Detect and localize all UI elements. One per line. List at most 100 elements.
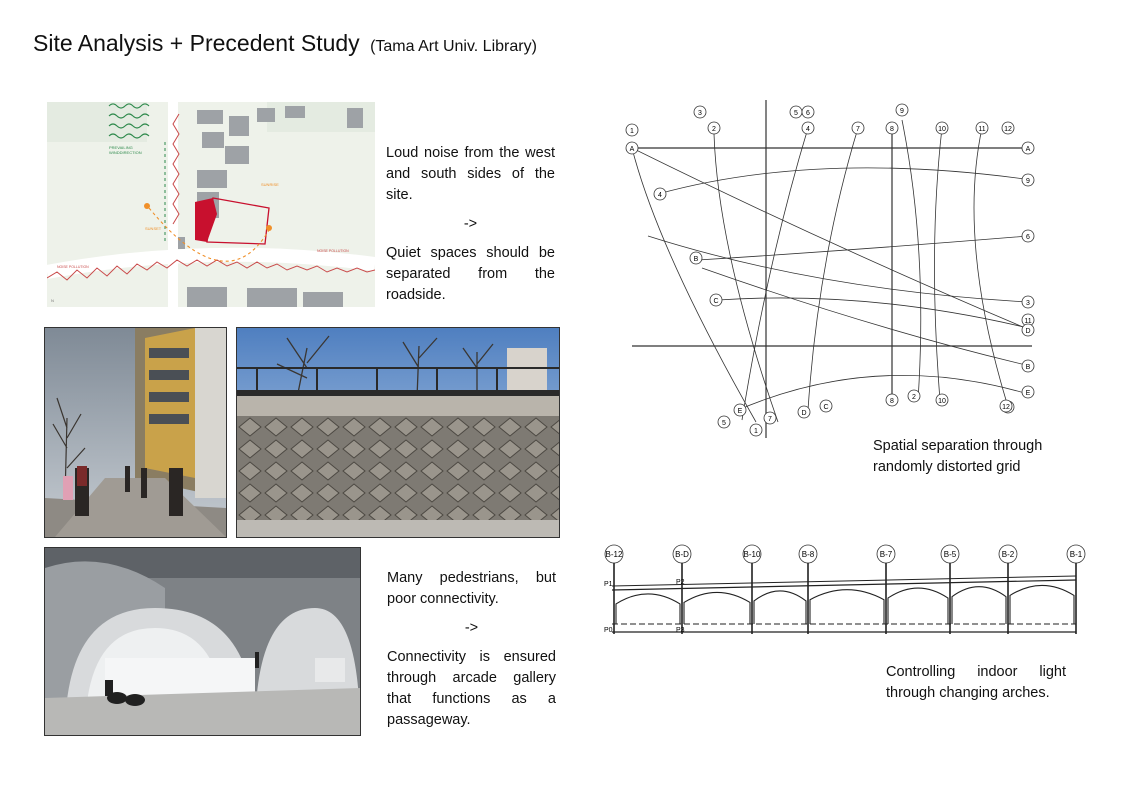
site-note-line2: Quiet spaces should be separated from th… — [386, 245, 555, 303]
arch — [1009, 584, 1075, 624]
grid-top-label-bubble — [1001, 121, 1015, 135]
grid-bottom-label: 12 — [1002, 404, 1010, 411]
grid-left-label-bubble — [733, 403, 747, 417]
grid-top-label: 3 — [698, 110, 702, 117]
wind-label-2: WINDDIRECTION — [109, 150, 142, 155]
grid-top-label: 5 — [794, 110, 798, 117]
grid-top-label-bubble — [693, 105, 707, 119]
stone-wall-photo — [236, 327, 560, 538]
grid-right-label: 3 — [1026, 300, 1030, 307]
grid-right-label-bubble — [1021, 229, 1035, 243]
grid-left-label-bubble — [625, 141, 639, 155]
grid-right-label-bubble — [1021, 323, 1035, 337]
grid-right-label-bubble — [1021, 295, 1035, 309]
grid-left-label: 4 — [658, 192, 662, 199]
grid-bottom-label: 1 — [754, 428, 758, 435]
grid-top-label: 6 — [806, 110, 810, 117]
grid-left-label-bubble — [717, 415, 731, 429]
grid-left-label-bubble — [689, 251, 703, 265]
grid-top-label: 8 — [890, 126, 894, 133]
title-sub: (Tama Art Univ. Library) — [370, 38, 537, 55]
site-map-drawing: PREVAILING WINDDIRECTION SUNSET SUNRISE … — [47, 102, 375, 307]
level-label: P0 — [604, 627, 613, 634]
grid-top-label-bubble — [935, 121, 949, 135]
sun-label-right: SUNRISE — [261, 182, 279, 187]
site-note: Loud noise from the west and south sides… — [386, 143, 555, 306]
grid-top-label-bubble — [885, 121, 899, 135]
grid-right-label-bubble — [1021, 141, 1035, 155]
grid-top-label: 10 — [938, 126, 946, 133]
grid-right-label-bubble — [1021, 385, 1035, 399]
arch — [951, 586, 1007, 624]
arch-caption: Controlling indoor light through changin… — [886, 664, 1066, 701]
arch — [683, 592, 751, 624]
grid-right-label: E — [1026, 390, 1031, 397]
arcade-interior-photo — [44, 547, 361, 736]
grid-right-label: 11 — [1024, 318, 1031, 325]
grid-left-label: B — [694, 256, 699, 263]
street-photo — [44, 327, 227, 538]
grid-left-label: C — [713, 298, 718, 305]
grid-bottom-label-bubble — [907, 389, 921, 403]
grid-bottom-label-bubble — [935, 393, 949, 407]
grid-bottom-label-bubble — [885, 393, 899, 407]
grid-top-label: 11 — [978, 126, 985, 133]
bay-label: B-2 — [1002, 550, 1015, 559]
arch — [753, 590, 807, 624]
grid-bottom-label: D — [801, 410, 806, 417]
bay-label: B-12 — [606, 550, 623, 559]
grid-bottom-label: 10 — [938, 398, 946, 405]
bay-label: B-D — [675, 550, 689, 559]
grid-bottom-label: 7 — [768, 416, 772, 423]
grid-bottom-label-bubble — [819, 399, 833, 413]
grid-top-label-bubble — [895, 103, 909, 117]
grid-right-label: A — [1026, 146, 1031, 153]
grid-right-label-bubble — [1021, 173, 1035, 187]
grid-top-label-bubble — [975, 121, 989, 135]
pedestrian-note-line1: Many pedestrians, but poor connectivity. — [387, 570, 556, 607]
bay-label: B-5 — [944, 550, 957, 559]
grid-left-label: A — [630, 146, 635, 153]
grid-top-label: 2 — [712, 126, 716, 133]
wind-label-1: PREVAILING — [109, 145, 133, 150]
grid-right-label-bubble — [1021, 359, 1035, 373]
grid-top-label: 1 — [630, 128, 634, 135]
grid-right-label: 6 — [1026, 234, 1030, 241]
grid-bottom-label: C — [823, 404, 828, 411]
noise-label-top: NOISE POLLUTION — [317, 249, 349, 253]
noise-label-bottom: NOISE POLLUTION — [57, 265, 89, 269]
grid-caption: Spatial separation through randomly dist… — [873, 438, 1043, 475]
arch — [887, 587, 949, 624]
title-main: Site Analysis + Precedent Study — [33, 30, 360, 56]
site-map: PREVAILING WINDDIRECTION SUNSET SUNRISE … — [47, 102, 375, 307]
grid-top-label: 4 — [806, 126, 810, 133]
grid-right-label: 9 — [1026, 178, 1030, 185]
north-label: N — [51, 298, 54, 303]
bay-label: B-10 — [744, 550, 761, 559]
bay-label: B-8 — [802, 550, 815, 559]
grid-left-label: 5 — [722, 420, 726, 427]
grid-top-label: 7 — [856, 126, 860, 133]
site-note-arrow: -> — [463, 216, 478, 232]
grid-top-label-bubble — [851, 121, 865, 135]
grid-top-label-bubble — [707, 121, 721, 135]
sun-label-left: SUNSET — [145, 226, 162, 231]
grid-bottom-label-bubble — [999, 399, 1013, 413]
grid-bottom-label-bubble — [763, 411, 777, 425]
grid-bottom-label-bubble — [749, 423, 763, 437]
grid-top-label: 12 — [1004, 126, 1012, 133]
grid-right-label: B — [1026, 364, 1031, 371]
arch — [615, 593, 681, 624]
site-note-line1: Loud noise from the west and south sides… — [386, 145, 555, 203]
pedestrian-note-line2: Connectivity is ensured through arcade g… — [387, 649, 556, 728]
grid-top-label-bubble — [625, 123, 639, 137]
grid-bottom-label-bubble — [797, 405, 811, 419]
level-label: P2 — [676, 579, 685, 586]
pedestrian-note-arrow: -> — [464, 620, 479, 636]
page-title: Site Analysis + Precedent Study (Tama Ar… — [33, 30, 537, 57]
bay-label: B-1 — [1070, 550, 1083, 559]
arch — [809, 589, 885, 624]
